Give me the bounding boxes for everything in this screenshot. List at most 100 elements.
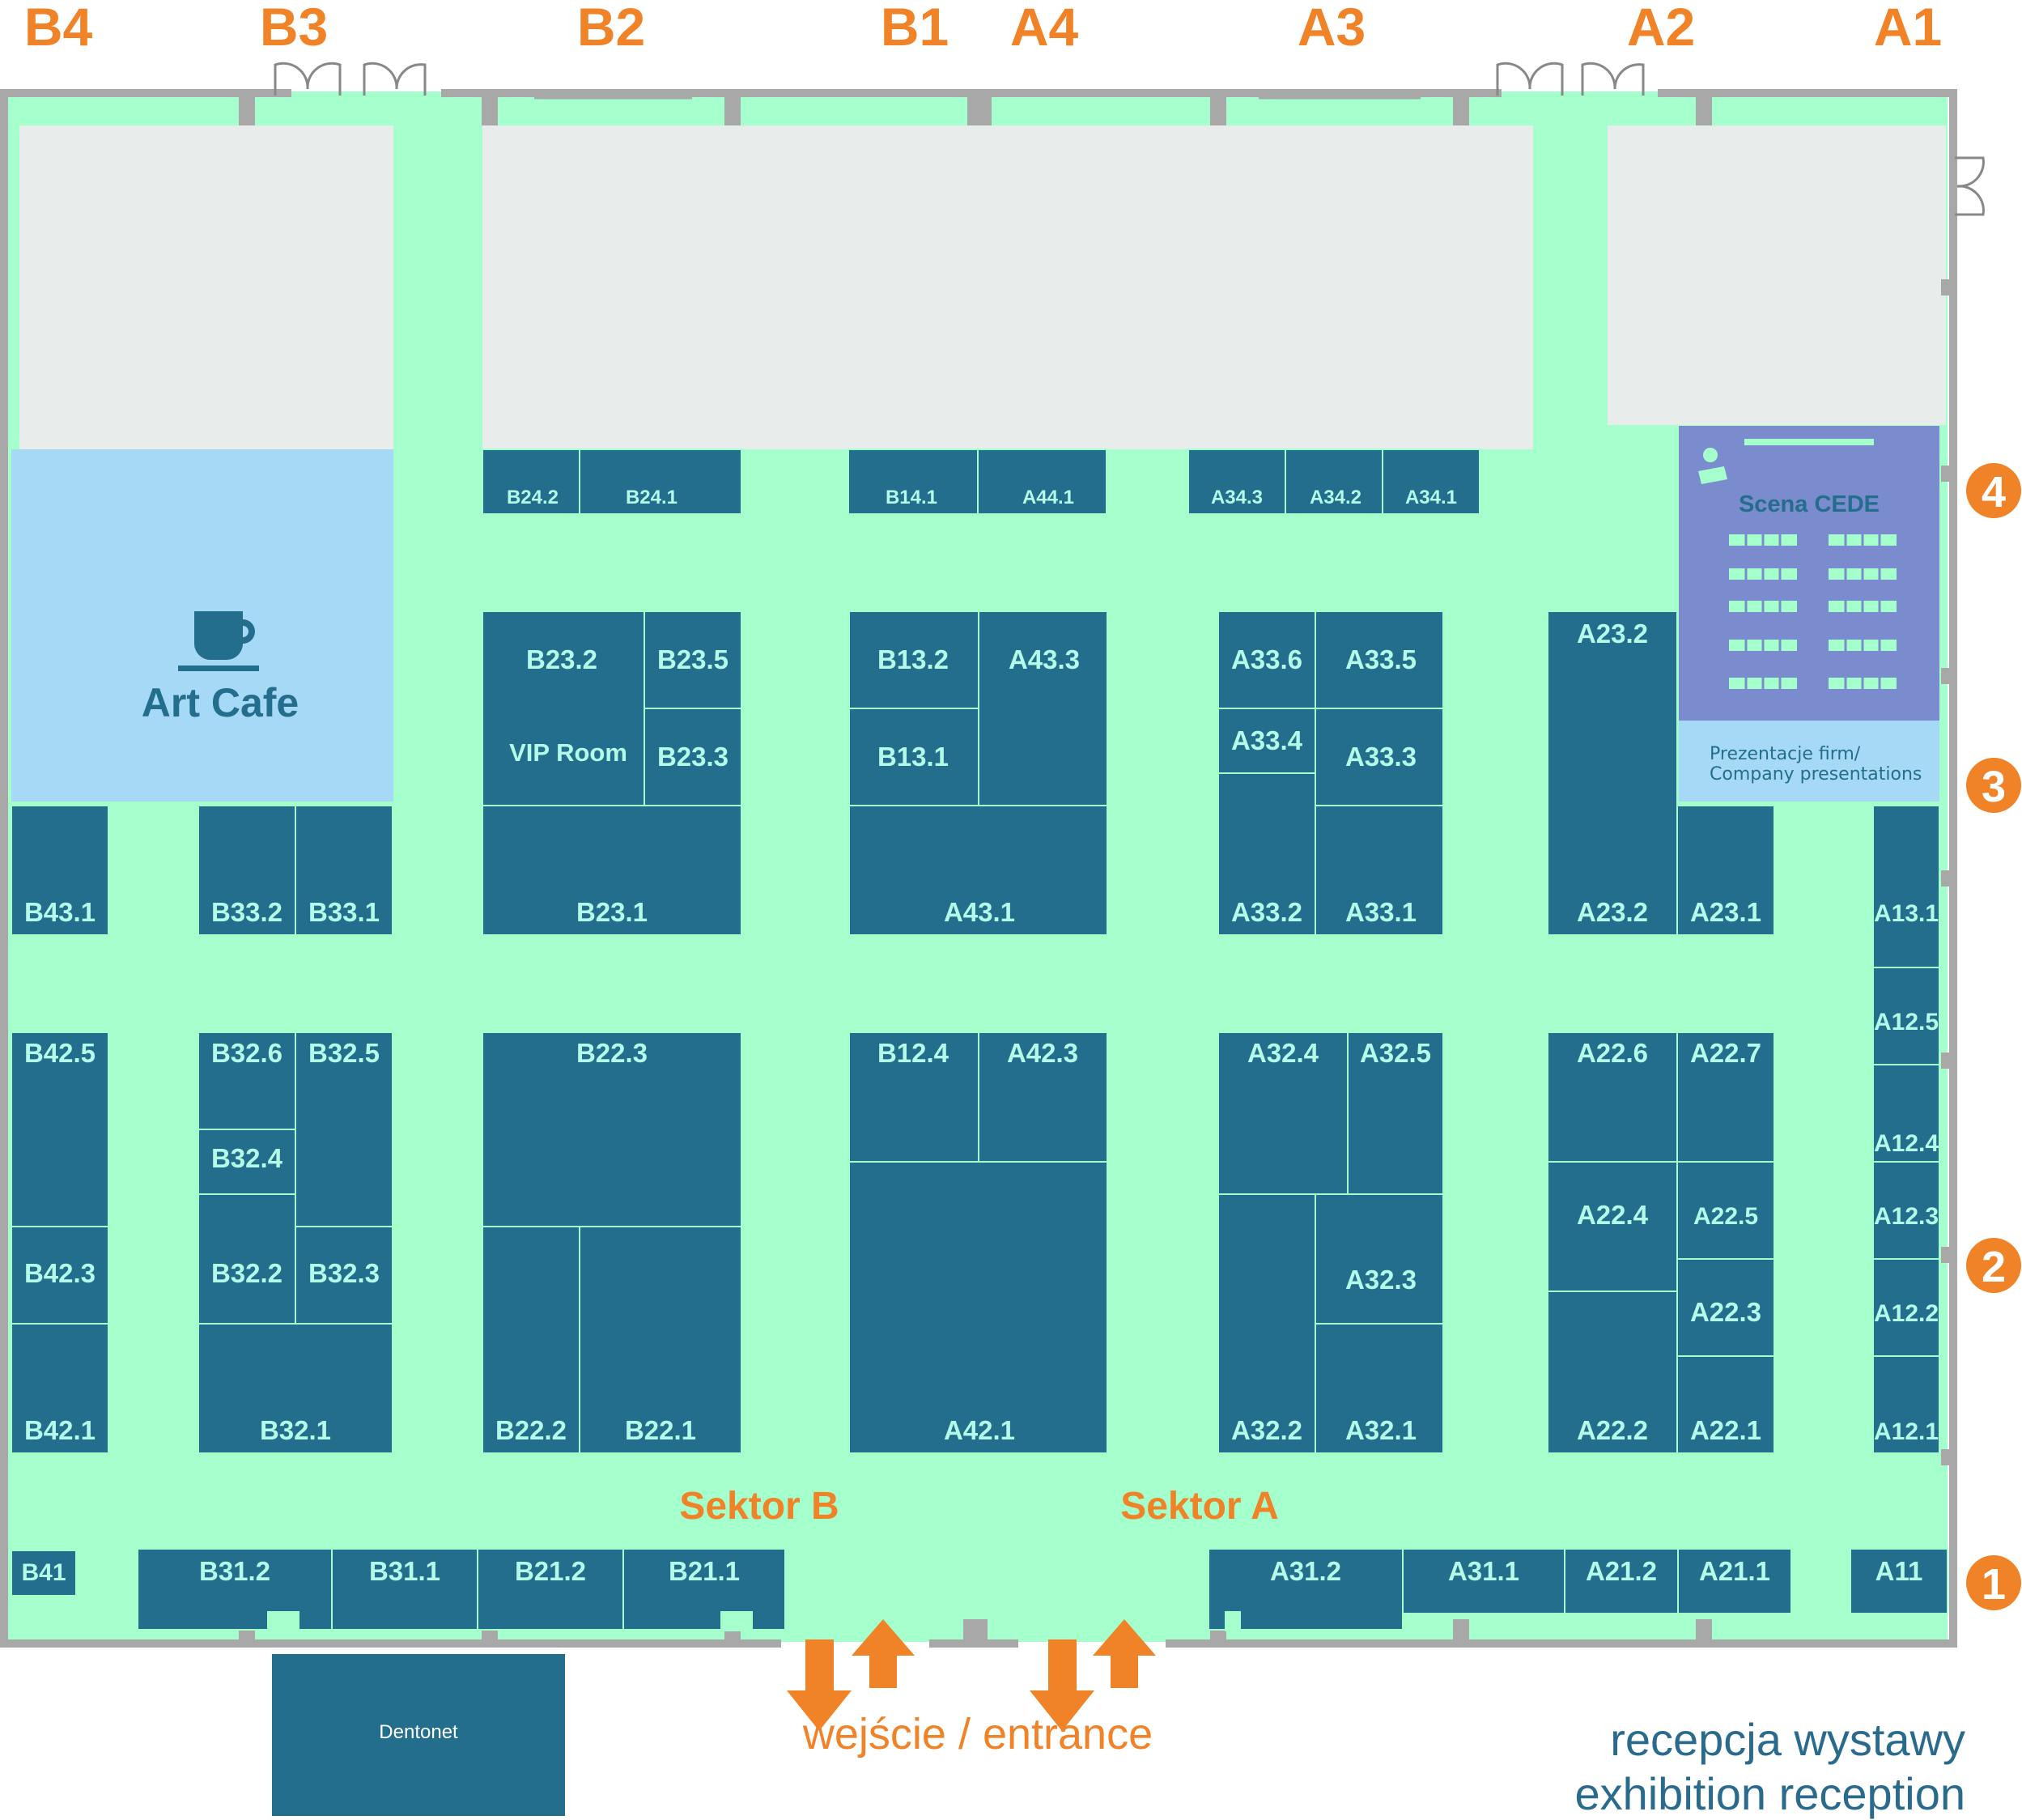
booth-b21-1[interactable] xyxy=(622,1548,786,1631)
column-label-a1: A1 xyxy=(1874,0,1942,57)
column-label-a2: A2 xyxy=(1627,0,1695,57)
booth-a21-1[interactable] xyxy=(1677,1548,1792,1614)
booth-b13-1[interactable] xyxy=(848,708,979,806)
booth-label-b42-5: B42.5 xyxy=(24,1038,96,1068)
booth-a32-4[interactable] xyxy=(1217,1031,1349,1195)
booth-a32-3[interactable] xyxy=(1315,1193,1444,1325)
booth-a12-1[interactable] xyxy=(1872,1355,1940,1454)
booth-notch xyxy=(267,1611,299,1631)
booth-label-b33-1: B33.1 xyxy=(308,897,380,927)
booth-b41[interactable] xyxy=(11,1550,77,1597)
booth-a33-2[interactable] xyxy=(1217,772,1316,936)
booth-dentonet[interactable] xyxy=(272,1654,565,1816)
booth-a12-2[interactable] xyxy=(1872,1258,1940,1357)
booth-b42-1[interactable] xyxy=(11,1323,109,1454)
booth-label-a33-1: A33.1 xyxy=(1345,897,1417,927)
booth-label-a21-2: A21.2 xyxy=(1586,1556,1657,1586)
booth-b24-2[interactable] xyxy=(482,449,580,515)
booth-label-a32-5: A32.5 xyxy=(1360,1038,1431,1068)
column-label-b4: B4 xyxy=(24,0,93,57)
booth-notch xyxy=(720,1611,753,1631)
booth-a34-2[interactable] xyxy=(1285,449,1383,515)
booth-a44-1[interactable] xyxy=(977,449,1107,515)
booth-label-a34-3: A34.3 xyxy=(1211,487,1263,508)
sector-b-label: Sektor B xyxy=(679,1485,839,1528)
booth-b32-4[interactable] xyxy=(198,1129,296,1195)
row-marker-4: 4 xyxy=(1982,468,2006,517)
booth-a12-3[interactable] xyxy=(1872,1161,1940,1260)
booth-a11[interactable] xyxy=(1850,1548,1948,1614)
booth-b23-1[interactable] xyxy=(482,805,742,936)
booth-a43-1[interactable] xyxy=(848,805,1108,936)
booth-label-a33-6: A33.6 xyxy=(1231,644,1302,674)
booth-a22-3[interactable] xyxy=(1676,1258,1775,1357)
stage-subtitle-line2: Company presentations xyxy=(1710,764,1922,785)
booth-label-a34-2: A34.2 xyxy=(1310,487,1361,508)
booth-label-a31-1: A31.1 xyxy=(1448,1556,1519,1586)
booth-b23-5[interactable] xyxy=(644,610,742,709)
booth-label-a12-1: A12.1 xyxy=(1874,1418,1939,1445)
booth-a23-1[interactable] xyxy=(1676,805,1775,936)
booth-label-a22-3: A22.3 xyxy=(1690,1297,1761,1327)
booth-b33-1[interactable] xyxy=(295,805,393,936)
booth-a22-7[interactable] xyxy=(1676,1031,1775,1163)
booth-b23-2[interactable] xyxy=(482,610,645,806)
row-marker-3: 3 xyxy=(1982,763,2006,811)
booth-a22-4[interactable] xyxy=(1547,1161,1678,1292)
booth-a32-5[interactable] xyxy=(1347,1031,1444,1195)
booth-dentonet-label: Dentonet xyxy=(379,1721,458,1743)
booth-label-a43-3: A43.3 xyxy=(1009,644,1080,674)
booth-b22-2[interactable] xyxy=(482,1226,580,1454)
booth-b13-2[interactable] xyxy=(848,610,979,709)
booth-a42-3[interactable] xyxy=(978,1031,1108,1163)
booth-a13-1[interactable] xyxy=(1872,805,1940,968)
row-marker-3-circle xyxy=(1966,758,2021,813)
booth-b14-1[interactable] xyxy=(847,449,979,515)
booth-a34-1[interactable] xyxy=(1382,449,1480,515)
booth-label-a22-6: A22.6 xyxy=(1577,1038,1648,1068)
stage-seat-dividers xyxy=(1744,533,1881,692)
booth-a12-4[interactable] xyxy=(1872,1064,1940,1163)
booth-b21-2[interactable] xyxy=(477,1548,624,1631)
booth-b32-3[interactable] xyxy=(295,1226,393,1325)
booth-a33-6[interactable] xyxy=(1217,610,1316,709)
booth-a33-3[interactable] xyxy=(1315,708,1444,806)
booth-a32-1[interactable] xyxy=(1315,1323,1444,1454)
booth-a12-5[interactable] xyxy=(1872,967,1940,1065)
row-marker-4-circle xyxy=(1966,463,2021,518)
stage-presentations-area xyxy=(1679,721,1939,802)
booth-b42-3[interactable] xyxy=(11,1226,109,1325)
booth-label-a12-4: A12.4 xyxy=(1874,1130,1939,1157)
booth-a22-6[interactable] xyxy=(1547,1031,1678,1163)
row-markers: 4 3 2 1 xyxy=(1966,463,2021,1610)
booth-label-a33-5: A33.5 xyxy=(1345,644,1417,674)
booth-label-a21-1: A21.1 xyxy=(1699,1556,1770,1586)
booth-b32-6[interactable] xyxy=(198,1031,296,1130)
back-area-b4 xyxy=(19,125,393,449)
booth-a22-1[interactable] xyxy=(1676,1355,1775,1454)
stage-subtitle-line1: Prezentacje firm/ xyxy=(1710,744,1861,764)
entrance-label: wejście / entrance xyxy=(802,1710,1153,1758)
booth-a43-3[interactable] xyxy=(978,610,1108,806)
reception-line1: recepcja wystawy xyxy=(1610,1714,1965,1765)
booth-a22-5[interactable] xyxy=(1676,1161,1775,1260)
booth-label-a34-1: A34.1 xyxy=(1405,487,1457,508)
booth-label-b13-2: B13.2 xyxy=(877,644,949,674)
booth-b32-1[interactable] xyxy=(198,1323,393,1454)
booth-a23-2t[interactable] xyxy=(1547,610,1678,936)
booth-label-b22-2: B22.2 xyxy=(495,1415,567,1445)
booth-a42-1[interactable] xyxy=(848,1161,1108,1454)
booth-b22-1[interactable] xyxy=(579,1226,742,1454)
booth-b23-3[interactable] xyxy=(644,708,742,806)
booth-b22-3[interactable] xyxy=(482,1031,742,1227)
booth-b32-2[interactable] xyxy=(198,1193,296,1325)
booth-a31-1[interactable] xyxy=(1402,1548,1565,1614)
booth-a33-1[interactable] xyxy=(1315,805,1444,936)
booth-a22-2[interactable] xyxy=(1547,1291,1678,1454)
booth-b24-1[interactable] xyxy=(579,449,742,515)
booth-a32-2[interactable] xyxy=(1217,1193,1316,1454)
booth-a33-5[interactable] xyxy=(1315,610,1444,709)
booth-label-vip: VIP Room xyxy=(509,738,627,767)
booth-b43-1[interactable] xyxy=(11,805,109,936)
